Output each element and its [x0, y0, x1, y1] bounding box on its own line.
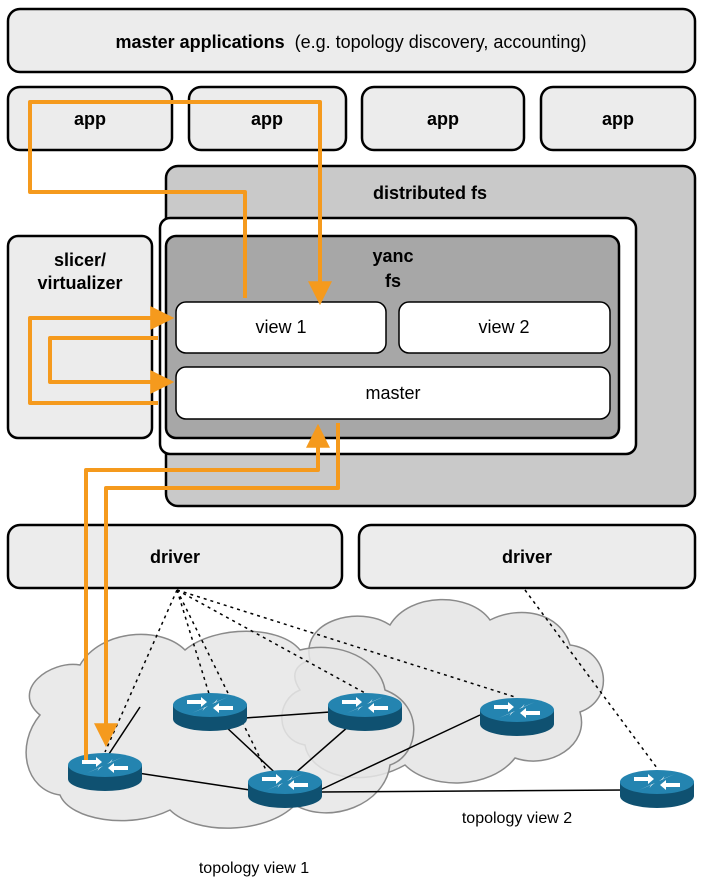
flow-view1-to-master: [48, 336, 175, 394]
flow-arrows: [28, 100, 340, 760]
app-box-4: app: [539, 85, 697, 152]
view-1-label: view 1: [255, 317, 306, 337]
svg-text:master applications (e.g: master applications (e.g. topology disco…: [116, 32, 587, 52]
flow-device-up: [84, 423, 330, 760]
topology-view-1-label: topology view 1: [199, 860, 309, 877]
router-icon: [68, 753, 142, 791]
fs-label: fs: [385, 271, 401, 291]
app-label-1: app: [74, 109, 106, 129]
flow-master-to-view1: [28, 306, 175, 405]
driver-label-1: driver: [150, 547, 200, 567]
view-2-box: view 2: [398, 301, 611, 354]
topology-view-2-label: topology view 2: [462, 810, 572, 827]
router-icon: [248, 770, 322, 808]
master-applications-subtitle: (e.g. topology discovery, accounting): [295, 32, 587, 52]
master-label: master: [365, 383, 420, 403]
master-applications-box: master applications (e.g. topology disco…: [6, 7, 697, 74]
router-icon: [173, 693, 247, 731]
master-box: master: [175, 366, 611, 420]
yanc-label: yanc: [372, 246, 413, 266]
app-box-3: app: [360, 85, 526, 152]
driver-box-1: driver: [6, 523, 344, 590]
app-box-1: app: [6, 85, 174, 152]
flow-master-down: [94, 423, 340, 748]
driver-box-2: driver: [357, 523, 697, 590]
view-1-box: view 1: [175, 301, 387, 354]
slicer-label: slicer/: [54, 250, 106, 270]
app-box-2: app: [187, 85, 348, 152]
router-icon: [328, 693, 402, 731]
driver-label-2: driver: [502, 547, 552, 567]
flow-view1-to-app: [28, 100, 332, 306]
distributed-fs-label: distributed fs: [373, 183, 487, 203]
view-2-label: view 2: [478, 317, 529, 337]
router-icon: [620, 770, 694, 808]
app-label-3: app: [427, 109, 459, 129]
master-applications-title: master applications: [116, 32, 285, 52]
router-icon: [480, 698, 554, 736]
virtualizer-label: virtualizer: [37, 273, 122, 293]
app-label-4: app: [602, 109, 634, 129]
app-label-2: app: [251, 109, 283, 129]
